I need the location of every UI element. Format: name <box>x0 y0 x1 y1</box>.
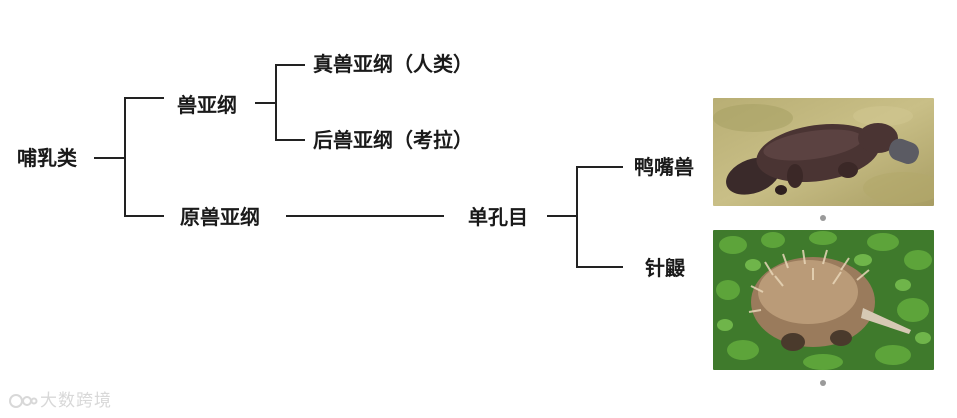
carousel-dot-echidna <box>820 380 826 386</box>
connector-to-platypus <box>576 166 623 168</box>
connector-to-prototheria <box>124 215 164 217</box>
connector-monotremata-vertical <box>576 166 578 267</box>
connector-root-stub <box>94 157 124 159</box>
watermark: 大数跨境 <box>8 386 112 411</box>
node-monotremata: 单孔目 <box>468 205 528 229</box>
echidna-photo <box>713 230 934 370</box>
watermark-text: 大数跨境 <box>40 391 112 411</box>
carousel-dot-platypus <box>820 215 826 221</box>
connector-to-metatheria <box>275 139 305 141</box>
node-platypus: 鸭嘴兽 <box>634 155 694 179</box>
connector-theria-stub <box>255 102 276 104</box>
node-metatheria: 后兽亚纲（考拉） <box>313 128 473 152</box>
connector-root-vertical <box>124 97 126 216</box>
node-echidna: 针鼹 <box>645 256 685 280</box>
node-eutheria: 真兽亚纲（人类） <box>313 52 473 76</box>
connector-to-echidna <box>576 266 623 268</box>
platypus-photo <box>713 98 934 206</box>
connector-to-eutheria <box>275 64 305 66</box>
node-theria: 兽亚纲 <box>177 93 237 117</box>
connector-monotremata-stub <box>547 215 577 217</box>
node-prototheria: 原兽亚纲 <box>180 205 260 229</box>
connector-theria-vertical <box>275 64 277 140</box>
connector-prototheria-monotremata <box>286 215 444 217</box>
connector-to-theria <box>124 97 164 99</box>
node-mammals: 哺乳类 <box>17 146 77 170</box>
watermark-logo-icon <box>9 394 38 408</box>
